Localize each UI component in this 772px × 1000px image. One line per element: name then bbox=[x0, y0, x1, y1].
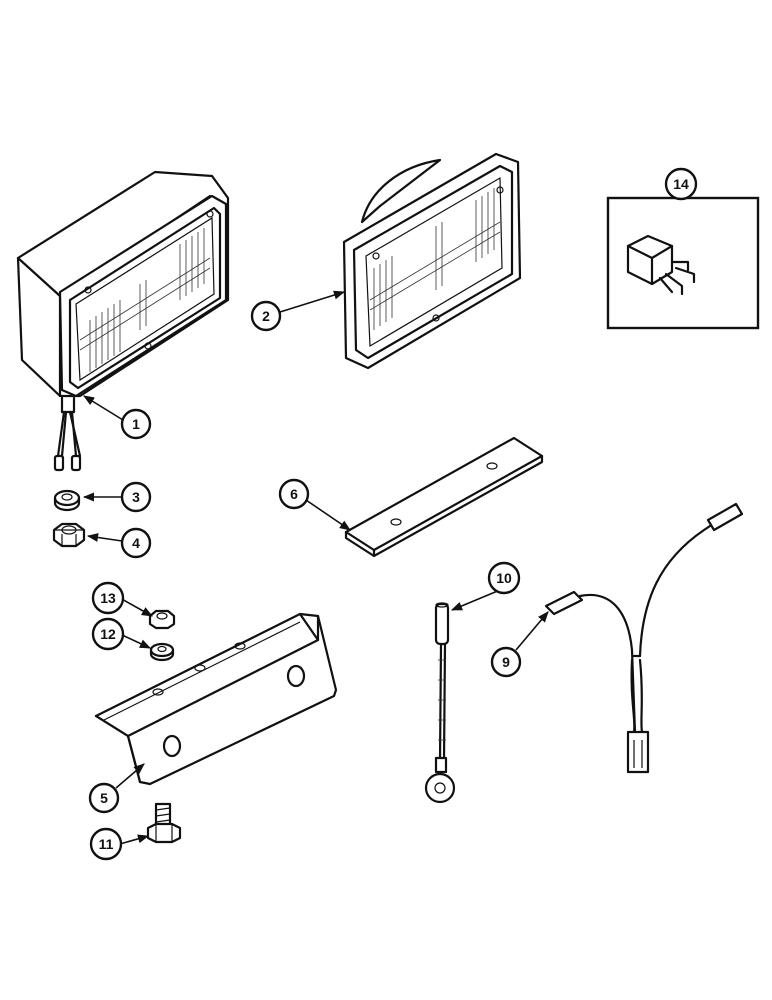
callout-11-label: 11 bbox=[99, 836, 114, 852]
callout-14-label: 14 bbox=[673, 176, 689, 192]
callout-6: 6 bbox=[278, 478, 310, 510]
sealed-beam-lamp-part-2 bbox=[342, 152, 522, 370]
washer-part-12 bbox=[149, 642, 175, 662]
callout-4: 4 bbox=[120, 527, 152, 559]
callout-6-label: 6 bbox=[290, 486, 298, 502]
callout-3-label: 3 bbox=[132, 489, 140, 505]
wiring-harness-part-9 bbox=[544, 502, 744, 774]
callout-2-label: 2 bbox=[262, 308, 270, 324]
relay-part-14 bbox=[606, 196, 760, 330]
ground-lead-part-10 bbox=[424, 602, 456, 804]
callout-2: 2 bbox=[250, 300, 282, 332]
callout-9: 9 bbox=[490, 646, 522, 678]
callout-12: 12 bbox=[91, 617, 125, 651]
callout-5-label: 5 bbox=[100, 790, 108, 806]
callout-5: 5 bbox=[88, 782, 120, 814]
nut-part-4 bbox=[52, 522, 86, 548]
mounting-plate-part-6 bbox=[344, 436, 544, 558]
callout-1-label: 1 bbox=[132, 416, 140, 432]
leader-lines bbox=[82, 290, 549, 845]
callout-13: 13 bbox=[91, 581, 125, 615]
callout-1: 1 bbox=[120, 408, 152, 440]
angle-bracket-part-5 bbox=[94, 612, 338, 786]
callout-4-label: 4 bbox=[132, 535, 140, 551]
callout-9-label: 9 bbox=[502, 654, 510, 670]
callout-3: 3 bbox=[120, 481, 152, 513]
work-lamp-part-1 bbox=[16, 170, 230, 472]
callout-10-label: 10 bbox=[496, 570, 512, 586]
callout-12-label: 12 bbox=[100, 626, 116, 642]
callout-10: 10 bbox=[487, 561, 521, 595]
bolt-part-11 bbox=[146, 802, 182, 844]
callout-14: 14 bbox=[664, 167, 698, 201]
callout-11: 11 bbox=[89, 827, 123, 861]
callout-13-label: 13 bbox=[100, 590, 116, 606]
lock-washer-part-3 bbox=[53, 489, 81, 512]
nut-part-13 bbox=[148, 609, 176, 630]
